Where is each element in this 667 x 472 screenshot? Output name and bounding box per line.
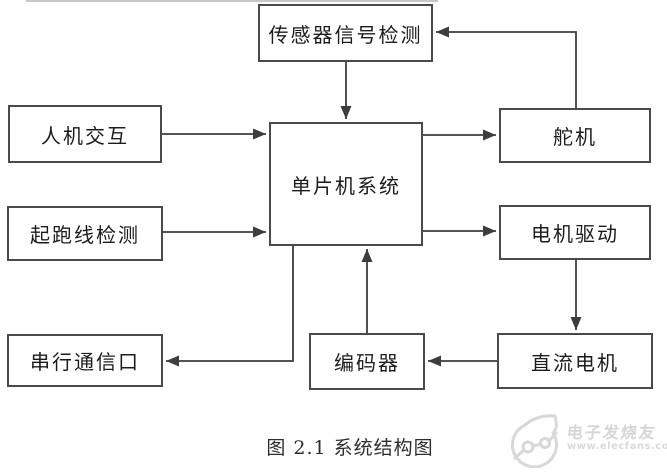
node-serial-communication-port: 串行通信口 — [7, 334, 163, 387]
arrow-mcu-to-serial-port — [166, 246, 294, 367]
watermark-url-text: www.elecfans.com — [567, 441, 667, 452]
node-motor-drive: 电机驱动 — [499, 205, 651, 260]
node-servo: 舵机 — [499, 108, 651, 163]
node-start-line-detection: 起跑线检测 — [7, 206, 163, 261]
elecfans-logo-icon — [511, 414, 558, 468]
node-encoder: 编码器 — [309, 333, 425, 390]
node-human-machine-interaction: 人机交互 — [8, 105, 162, 163]
watermark: 电子发烧友 www.elecfans.com — [511, 408, 667, 472]
figure-caption: 图 2.1 系统结构图 — [266, 437, 434, 459]
node-mcu-system: 单片机系统 — [269, 122, 423, 246]
node-sensor-signal-detection: 传感器信号检测 — [258, 4, 433, 62]
cropped-top-border-artifact — [26, 0, 438, 2]
arrow-servo-to-sensor — [436, 26, 577, 108]
watermark-brand-text: 电子发烧友 — [565, 423, 658, 442]
node-dc-motor: 直流电机 — [497, 333, 653, 389]
